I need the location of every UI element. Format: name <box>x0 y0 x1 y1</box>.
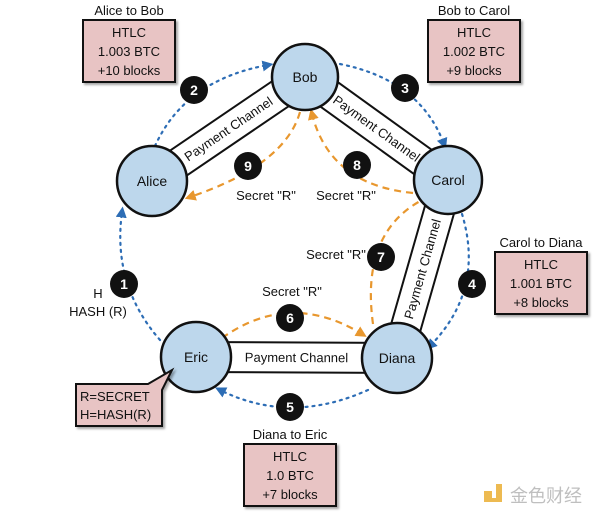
step-number: 9 <box>244 158 252 174</box>
node-label: Bob <box>293 69 318 85</box>
eric-note: R=SECRET H=HASH(R) <box>75 367 175 427</box>
hash-label-h: H <box>93 286 102 301</box>
step-badge-6: 6 <box>276 304 304 332</box>
step-badge-7: 7 <box>367 243 395 271</box>
node-alice: Alice <box>115 144 189 218</box>
secret-arrow-carol-bob <box>308 108 414 195</box>
htlc-title: Diana to Eric <box>253 427 328 442</box>
node-bob: Bob <box>270 42 340 112</box>
htlc-line: +7 blocks <box>262 487 318 502</box>
step-number: 1 <box>120 276 128 292</box>
htlc-line: 1.0 BTC <box>266 468 314 483</box>
step-number: 6 <box>286 310 294 326</box>
secret-label: Secret "R" <box>306 247 366 262</box>
step-badge-5: 5 <box>276 393 304 421</box>
step-badge-9: 9 <box>234 152 262 180</box>
node-diana: Diana <box>360 321 434 395</box>
step-number: 2 <box>190 82 198 98</box>
node-label: Carol <box>431 172 464 188</box>
secret-label: Secret "R" <box>262 284 322 299</box>
htlc-line: HTLC <box>273 449 307 464</box>
step-badge-2: 2 <box>180 76 208 104</box>
step-badge-3: 3 <box>391 74 419 102</box>
payment-channel-eric-diana: Payment Channel <box>194 340 399 375</box>
eric-note-line: R=SECRET <box>80 389 150 404</box>
htlc-line: +10 blocks <box>98 63 161 78</box>
hash-label-hash: HASH (R) <box>69 304 127 319</box>
htlc-line: HTLC <box>457 25 491 40</box>
htlc-line: 1.001 BTC <box>510 276 572 291</box>
step-badge-4: 4 <box>458 270 486 298</box>
secret-label: Secret "R" <box>236 188 296 203</box>
step-number: 8 <box>353 157 361 173</box>
eric-note-line: H=HASH(R) <box>80 407 151 422</box>
node-carol: Carol <box>412 144 484 216</box>
watermark: 金色财经 <box>484 484 582 506</box>
node-label: Eric <box>184 349 208 365</box>
channel-label: Payment Channel <box>330 92 423 165</box>
secret-label: Secret "R" <box>316 188 376 203</box>
htlc-line: HTLC <box>524 257 558 272</box>
step-badge-1: 1 <box>110 270 138 298</box>
channel-label: Payment Channel <box>245 350 349 366</box>
step-number: 4 <box>468 276 476 292</box>
payment-arrow-eric-alice <box>115 206 162 342</box>
channel-label: Payment Channel <box>182 94 276 165</box>
htlc-line: 1.003 BTC <box>98 44 160 59</box>
htlc-title: Alice to Bob <box>94 3 163 18</box>
htlc-line: 1.002 BTC <box>443 44 505 59</box>
node-label: Alice <box>137 173 168 189</box>
htlc-line: +8 blocks <box>513 295 569 310</box>
node-label: Diana <box>379 350 416 366</box>
htlc-title: Carol to Diana <box>499 235 583 250</box>
step-number: 3 <box>401 80 409 96</box>
htlc-title: Bob to Carol <box>438 3 510 18</box>
step-number: 5 <box>286 399 294 415</box>
step-number: 7 <box>377 249 385 265</box>
secret-arrow-bob-alice <box>184 111 302 201</box>
htlc-line: +9 blocks <box>446 63 502 78</box>
watermark-text: 金色财经 <box>510 486 582 506</box>
htlc-line: HTLC <box>112 25 146 40</box>
node-eric: Eric <box>159 320 233 394</box>
step-badge-8: 8 <box>343 151 371 179</box>
